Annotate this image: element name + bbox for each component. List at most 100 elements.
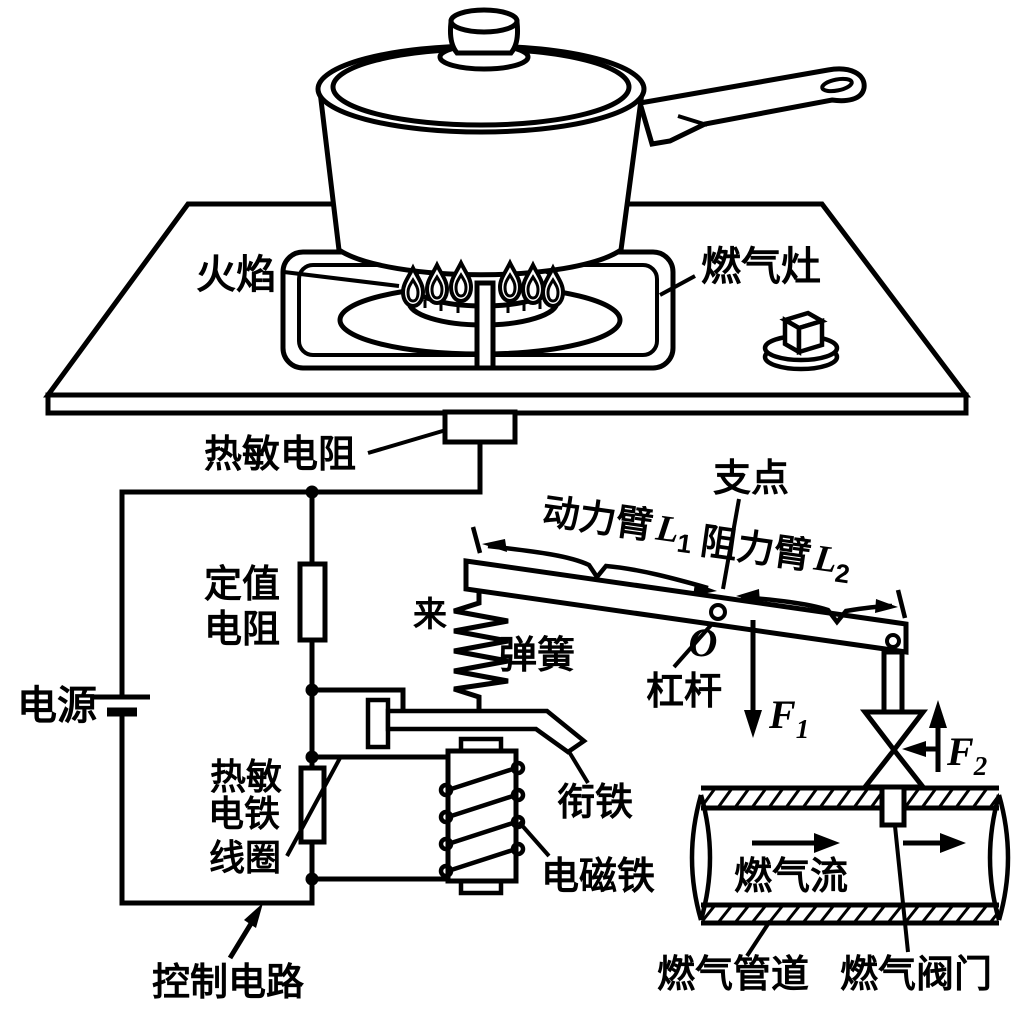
spring-zigzag	[453, 591, 509, 712]
junction-dots	[305, 485, 319, 886]
burner-flames	[400, 258, 566, 309]
gas-valve-label: 燃气阀门	[840, 954, 992, 996]
resistance-arm-text: 阻力臂	[698, 521, 814, 577]
flame-label: 火焰	[196, 253, 276, 297]
gas-pipe-label: 燃气管道	[657, 954, 809, 996]
effort-arm-subscript: 1	[675, 528, 694, 560]
fulcrum-leader	[721, 498, 741, 590]
stove-table-front-edge	[45, 392, 969, 416]
force-f2-arrow	[902, 700, 947, 772]
flow-arrow-left-head	[814, 833, 840, 853]
lever-leader	[672, 622, 714, 669]
power-supply-label: 电源	[17, 684, 97, 728]
resistance-arm-symbol: L	[811, 537, 840, 581]
control-circuit-arrow	[227, 903, 263, 960]
burner-port-ticks	[423, 300, 542, 313]
resistance-arm-dimension	[736, 589, 908, 626]
junction-dot-mid1	[305, 683, 319, 697]
leader-lines	[283, 270, 910, 958]
pot-handle-slot	[820, 76, 854, 94]
electromagnet-windings	[438, 760, 526, 879]
spring-label: 弹簧	[499, 635, 575, 677]
valve-seat-guide	[879, 784, 907, 828]
gas-flow-arrows	[752, 833, 966, 853]
junction-dot-bottom	[305, 872, 319, 886]
force1-symbol: F	[768, 692, 796, 737]
resistance-arm-subscript: 2	[833, 558, 852, 590]
pipe-walls	[701, 785, 999, 926]
electromagnet	[438, 736, 526, 896]
gas-flow-label: 燃气流	[734, 856, 848, 898]
coil-label-line2: 电铁	[208, 793, 280, 834]
junction-dot-mid2	[305, 750, 319, 764]
f2-arrow-head	[929, 700, 947, 728]
lever-bar	[463, 558, 909, 655]
electromagnet-leader	[517, 820, 551, 858]
battery-symbol	[94, 694, 150, 717]
effort-arm-dimension	[470, 526, 717, 596]
lid-knob-top	[448, 7, 520, 35]
thermistor-label: 热敏电阻	[204, 434, 356, 476]
force1-label: F1	[768, 692, 809, 744]
circuit-wires	[119, 439, 483, 906]
knob-cube-right	[796, 317, 825, 356]
force2-label: F2	[946, 729, 987, 781]
l2-end-tick	[895, 589, 908, 619]
effort-arm-text: 动力臂	[540, 491, 656, 547]
stray-char-label: 来	[413, 596, 447, 634]
l2-right-arrowhead	[875, 599, 898, 613]
f1-arrow-head	[744, 710, 762, 738]
junction-dot-top	[305, 485, 319, 499]
valve-upper-triangle	[859, 709, 929, 755]
fixed-resistor-label-line2: 电阻	[204, 609, 280, 651]
armature-leader	[566, 748, 590, 785]
valve-stem	[881, 649, 905, 715]
pot-handle	[636, 66, 867, 147]
resistance-arm-label: 阻力臂L2	[697, 521, 854, 590]
force-f1-arrow	[744, 620, 762, 738]
control-circuit-arrow-head	[244, 903, 263, 928]
burner-center-post	[474, 280, 496, 371]
thermistor-box	[442, 409, 518, 445]
fixed-resistor-symbol	[297, 561, 328, 643]
armature-label: 衔铁	[557, 782, 633, 824]
fixed-resistor-label-line1: 定值	[204, 564, 280, 606]
gas-stove-leader	[659, 274, 696, 297]
effort-arm-label: 动力臂L1	[539, 491, 696, 560]
pivot-point-label: O	[689, 620, 718, 665]
stove-knob	[762, 310, 840, 372]
valve-lower-triangle	[859, 745, 929, 790]
flame-leader	[283, 270, 400, 288]
l1-left-arrowhead	[482, 539, 507, 552]
pipe-break-symbols	[689, 794, 1011, 921]
l1-end-tick	[470, 526, 483, 554]
thermistor-leader	[367, 428, 447, 455]
force2-symbol: F	[946, 729, 974, 774]
f2-pointer-head	[902, 741, 926, 757]
l1-right-arrowhead	[693, 583, 717, 596]
pot	[315, 7, 867, 278]
force2-subscript: 2	[973, 751, 988, 781]
flow-arrow-right-head	[940, 833, 966, 853]
pot-body	[318, 97, 644, 278]
force1-subscript: 1	[796, 714, 810, 744]
control-circuit-arrow-shaft	[227, 920, 255, 960]
coil-label-line1: 热敏	[210, 756, 282, 797]
armature-bracket	[365, 697, 391, 750]
coil-resistor-symbol	[285, 757, 342, 857]
coil-label-line3: 线圈	[209, 837, 281, 878]
control-circuit-label: 控制电路	[152, 962, 305, 1004]
gas-pipe-leader	[745, 919, 772, 958]
pot-handle-detail-line	[677, 114, 708, 127]
fulcrum-label: 支点	[713, 458, 789, 500]
gas-stove-label: 燃气灶	[701, 245, 821, 289]
fulcrum-circle	[709, 603, 727, 621]
electromagnet-label: 电磁铁	[541, 856, 655, 898]
l2-left-arrowhead	[736, 589, 760, 603]
gas-valve-leader	[893, 825, 910, 953]
l1-dimension-line	[487, 543, 709, 591]
lever-end-hole	[885, 633, 901, 649]
coil-resistor-diagonal	[285, 757, 342, 857]
